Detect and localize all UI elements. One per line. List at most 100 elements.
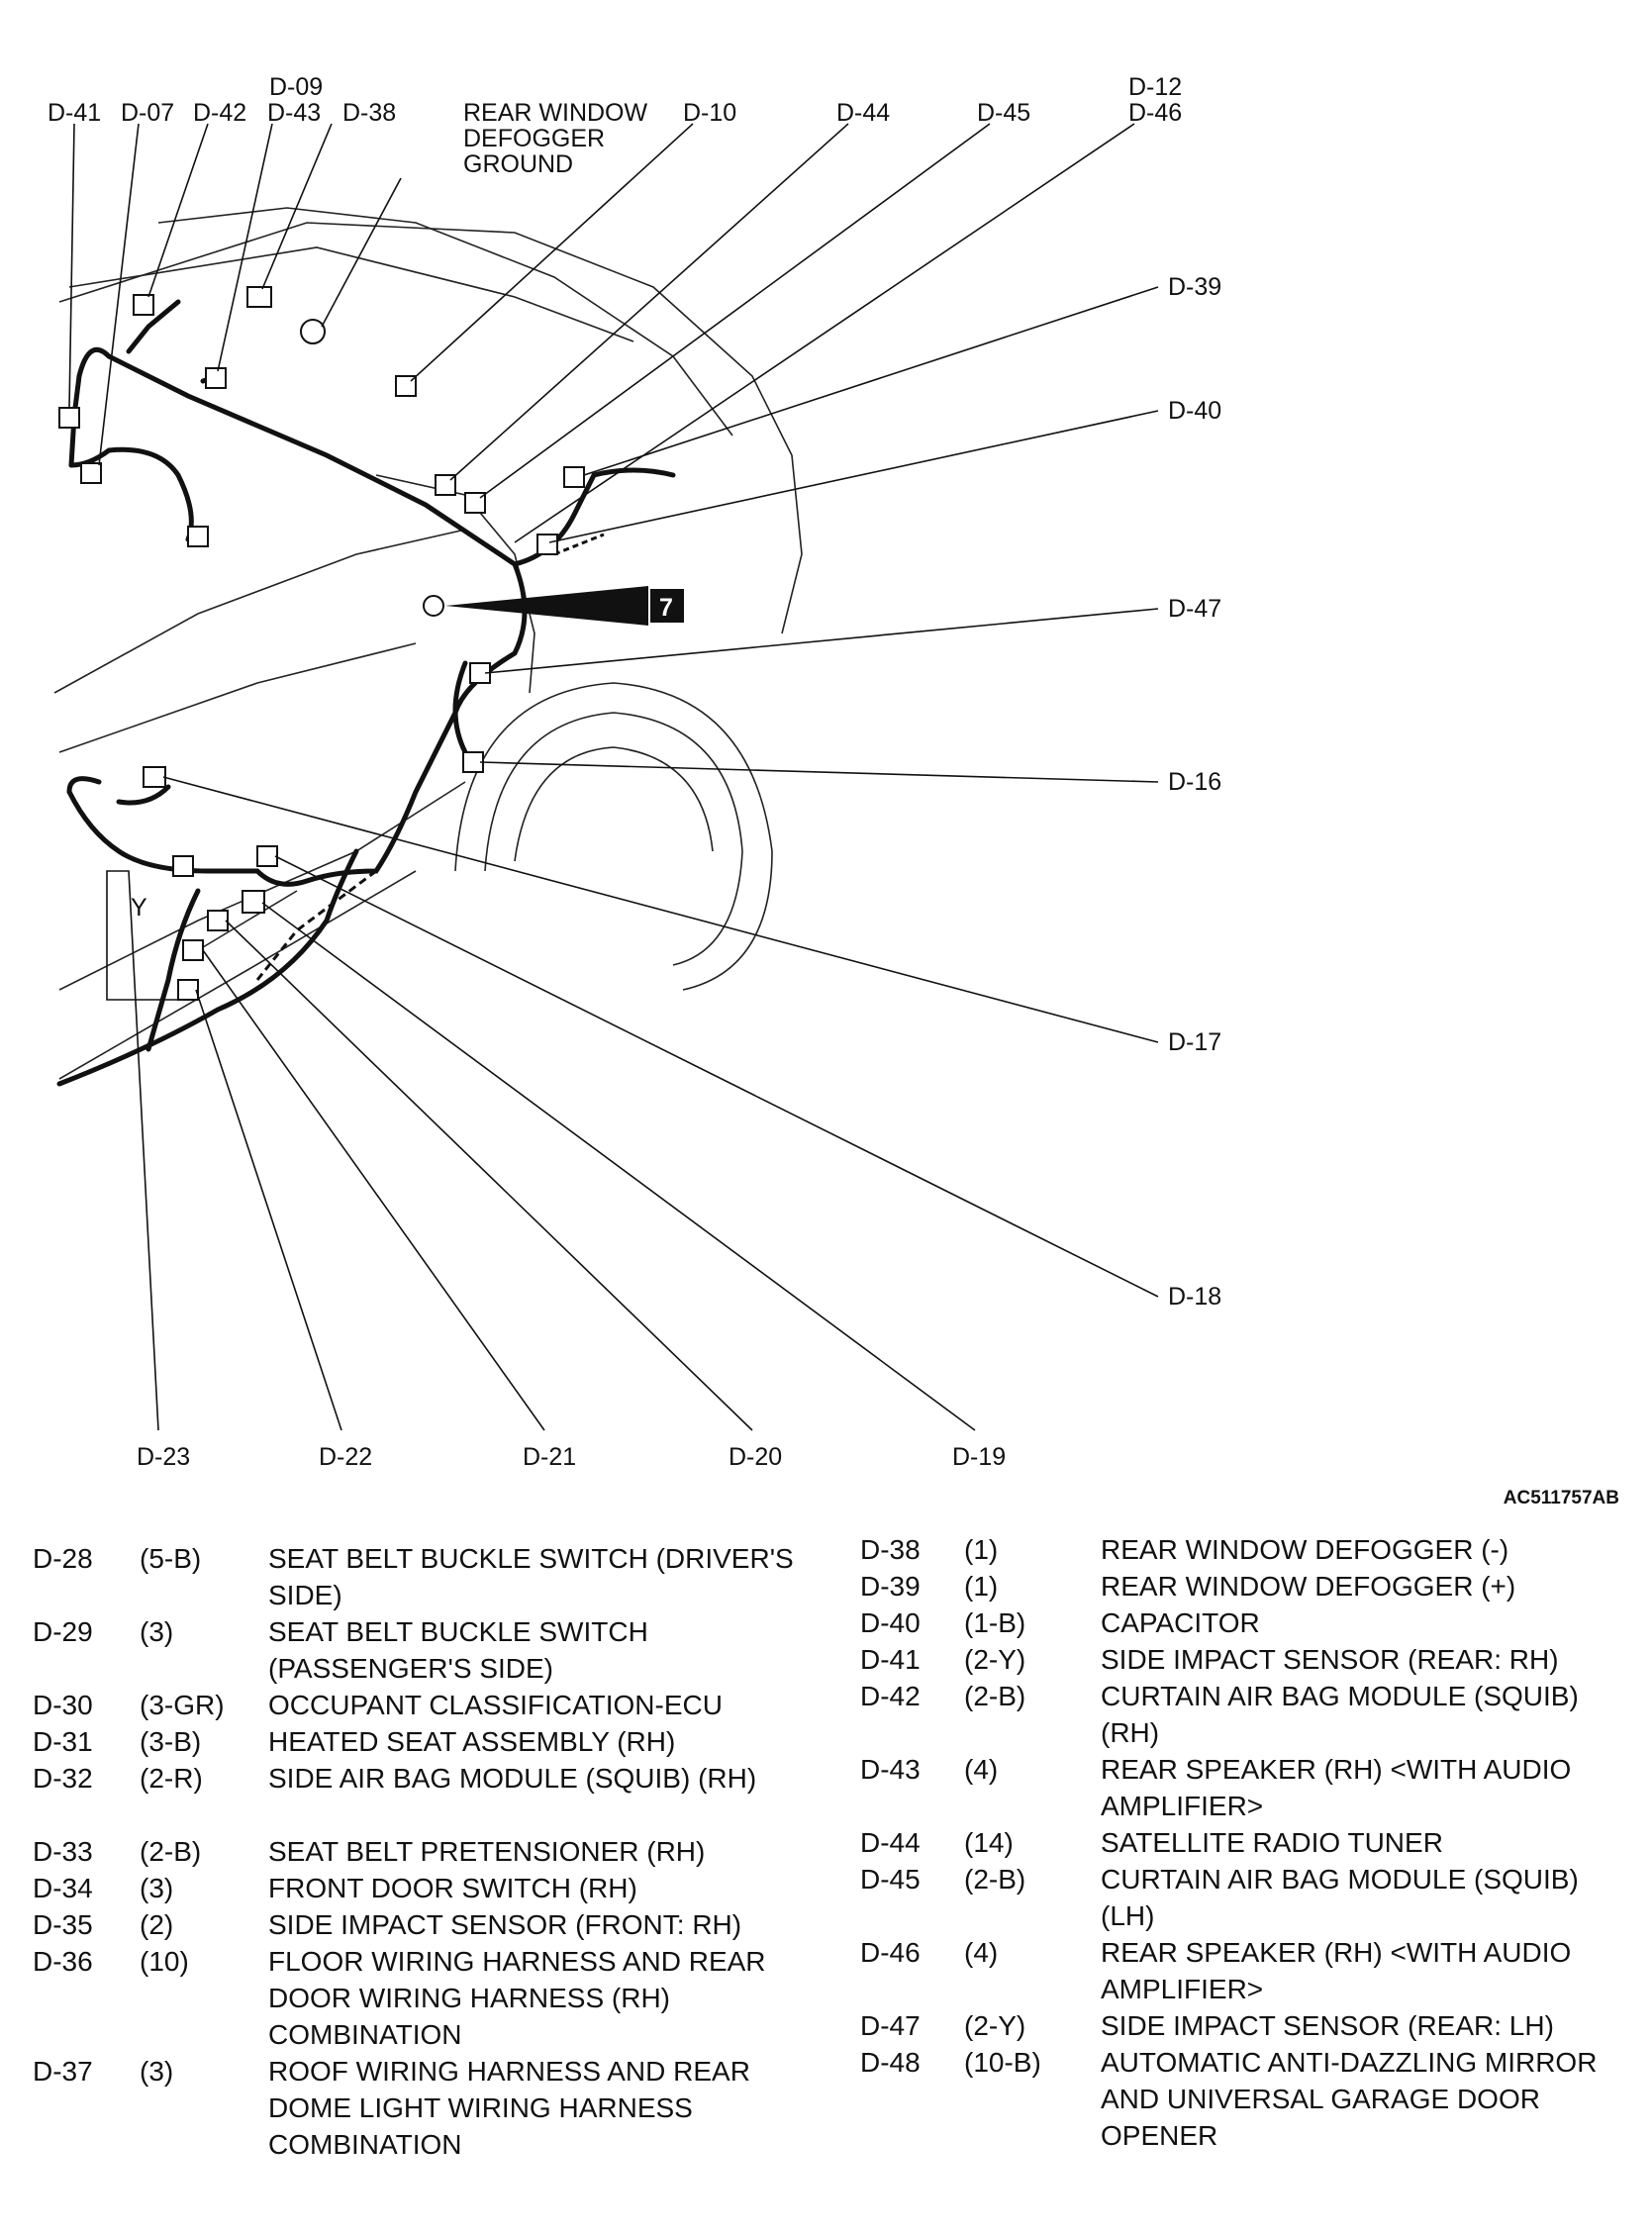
legend-pins: (2-Y) xyxy=(964,1644,1026,1675)
legend-desc: AUTOMATIC ANTI-DAZZLING MIRROR AND UNIVE… xyxy=(1101,2047,1598,2151)
harness-diagram: 7 D-41 D-07 D-42 D-09 D-43 D-38 REAR WIN… xyxy=(48,73,1221,1471)
legend-desc: SIDE AIR BAG MODULE (SQUIB) (RH) xyxy=(268,1763,757,1794)
leader-d42 xyxy=(147,123,209,298)
legend-code: D-36 xyxy=(33,1946,93,1977)
connector-d21 xyxy=(182,939,204,961)
label-d19: D-19 xyxy=(952,1443,1006,1471)
harness-d16-branch xyxy=(452,660,468,755)
label-d40: D-40 xyxy=(1168,397,1221,425)
legend-code: D-29 xyxy=(33,1616,93,1647)
connector-d39 xyxy=(536,534,558,555)
legend-desc: REAR SPEAKER (RH) <WITH AUDIO AMPLIFIER> xyxy=(1101,1754,1572,1821)
label-rear-window-3: GROUND xyxy=(463,150,573,178)
legend-pins: (2-R) xyxy=(140,1763,203,1794)
ground-7-number: 7 xyxy=(659,594,673,622)
legend-pins: (3) xyxy=(140,1873,174,1903)
label-d10: D-10 xyxy=(683,99,736,127)
rear-window-outline xyxy=(68,246,634,342)
legend-desc: CURTAIN AIR BAG MODULE (SQUIB) (LH) xyxy=(1101,1864,1579,1931)
label-d43: D-43 xyxy=(267,99,321,127)
legend-desc: SIDE IMPACT SENSOR (FRONT: RH) xyxy=(268,1909,742,1940)
leader-d07 xyxy=(98,123,140,466)
connector-d40 xyxy=(187,526,209,547)
label-rear-window-2: DEFOGGER xyxy=(463,125,605,152)
lower-body-line xyxy=(58,781,466,991)
label-d18: D-18 xyxy=(1168,1283,1221,1311)
legend-desc: SEAT BELT BUCKLE SWITCH (PASSENGER'S SID… xyxy=(268,1616,648,1684)
ground-7-box xyxy=(650,589,684,623)
leader-d20 xyxy=(225,920,753,1431)
legend-desc: SEAT BELT BUCKLE SWITCH (DRIVER'S SIDE) xyxy=(268,1543,794,1610)
legend-code: D-45 xyxy=(860,1864,921,1895)
legend-desc: REAR WINDOW DEFOGGER (+) xyxy=(1101,1571,1516,1602)
legend-pins: (4) xyxy=(964,1754,999,1785)
connector-legend-left: D-28(5-B)SEAT BELT BUCKLE SWITCH (DRIVER… xyxy=(33,1540,825,2213)
legend-desc: SIDE IMPACT SENSOR (REAR: RH) xyxy=(1101,1644,1559,1675)
legend-pins: (1) xyxy=(964,1571,999,1602)
legend-pins: (2-B) xyxy=(964,1864,1026,1895)
label-d39: D-39 xyxy=(1168,273,1221,301)
legend-pins: (2-Y) xyxy=(964,2010,1026,2041)
leader-d44 xyxy=(449,123,849,481)
legend-code: D-46 xyxy=(860,1937,921,1968)
legend-pins: (3-GR) xyxy=(140,1690,225,1720)
legend-code: D-40 xyxy=(860,1607,921,1638)
legend-code: D-32 xyxy=(33,1763,93,1794)
leader-d38 xyxy=(261,123,333,290)
leader-d43 xyxy=(217,123,273,372)
label-d38: D-38 xyxy=(342,99,396,127)
legend-pins: (1-B) xyxy=(964,1607,1026,1638)
leader-d46 xyxy=(514,123,1135,543)
legend-code: D-30 xyxy=(33,1690,93,1720)
leader-d40 xyxy=(548,410,1159,543)
legend-code: D-43 xyxy=(860,1754,921,1785)
label-rear-window-1: REAR WINDOW xyxy=(463,99,648,127)
label-d16: D-16 xyxy=(1168,768,1221,796)
legend-pins: (3) xyxy=(140,1616,174,1647)
leader-d18 xyxy=(274,855,1159,1298)
connector-d46 xyxy=(563,466,585,488)
connector-d42 xyxy=(133,294,154,316)
leader-d10 xyxy=(410,123,694,382)
label-d17: D-17 xyxy=(1168,1028,1221,1056)
legend-code: D-39 xyxy=(860,1571,921,1602)
legend-pins: (2-B) xyxy=(964,1681,1026,1711)
label-d20: D-20 xyxy=(729,1443,782,1471)
label-d21: D-21 xyxy=(523,1443,576,1471)
legend-pins: (1) xyxy=(964,1534,999,1565)
legend-code: D-44 xyxy=(860,1827,921,1858)
leader-rear-window xyxy=(321,177,402,328)
legend-desc: REAR WINDOW DEFOGGER (-) xyxy=(1101,1534,1509,1565)
legend-code: D-37 xyxy=(33,2056,93,2087)
label-d42: D-42 xyxy=(193,99,246,127)
connector-d18 xyxy=(256,845,278,867)
connector-d07 xyxy=(80,462,102,484)
lower-harness xyxy=(56,848,359,1087)
legend-pins: (4) xyxy=(964,1937,999,1968)
legend-pins: (14) xyxy=(964,1827,1014,1858)
label-d46: D-46 xyxy=(1128,99,1182,127)
lower-sill-line xyxy=(58,870,417,1080)
legend-code: D-47 xyxy=(860,2010,921,2041)
connector-d22 xyxy=(177,979,199,1001)
connector-d43 xyxy=(205,367,227,389)
connector-d20 xyxy=(207,910,229,931)
legend-pins: (5-B) xyxy=(140,1543,202,1574)
harness-d41-loop xyxy=(68,446,194,542)
connector-d23 xyxy=(172,855,194,877)
connector-d38 xyxy=(246,286,272,308)
ground-7-wedge xyxy=(445,586,648,626)
label-d23: D-23 xyxy=(137,1443,190,1471)
legend-pins: (3) xyxy=(140,2056,174,2087)
label-d47: D-47 xyxy=(1168,595,1221,623)
legend-desc: FLOOR WIRING HARNESS AND REAR DOOR WIRIN… xyxy=(268,1946,766,2050)
leader-d19 xyxy=(261,902,976,1431)
label-d22: D-22 xyxy=(319,1443,372,1471)
legend-desc: ROOF WIRING HARNESS AND REAR DOME LIGHT … xyxy=(268,2056,750,2160)
legend-code: D-31 xyxy=(33,1726,93,1757)
legend-desc: OCCUPANT CLASSIFICATION-ECU xyxy=(268,1690,723,1720)
ground-terminal-7 xyxy=(423,595,444,617)
floor-line xyxy=(197,890,298,951)
leader-d16 xyxy=(479,761,1159,783)
legend-desc: FRONT DOOR SWITCH (RH) xyxy=(268,1873,637,1903)
